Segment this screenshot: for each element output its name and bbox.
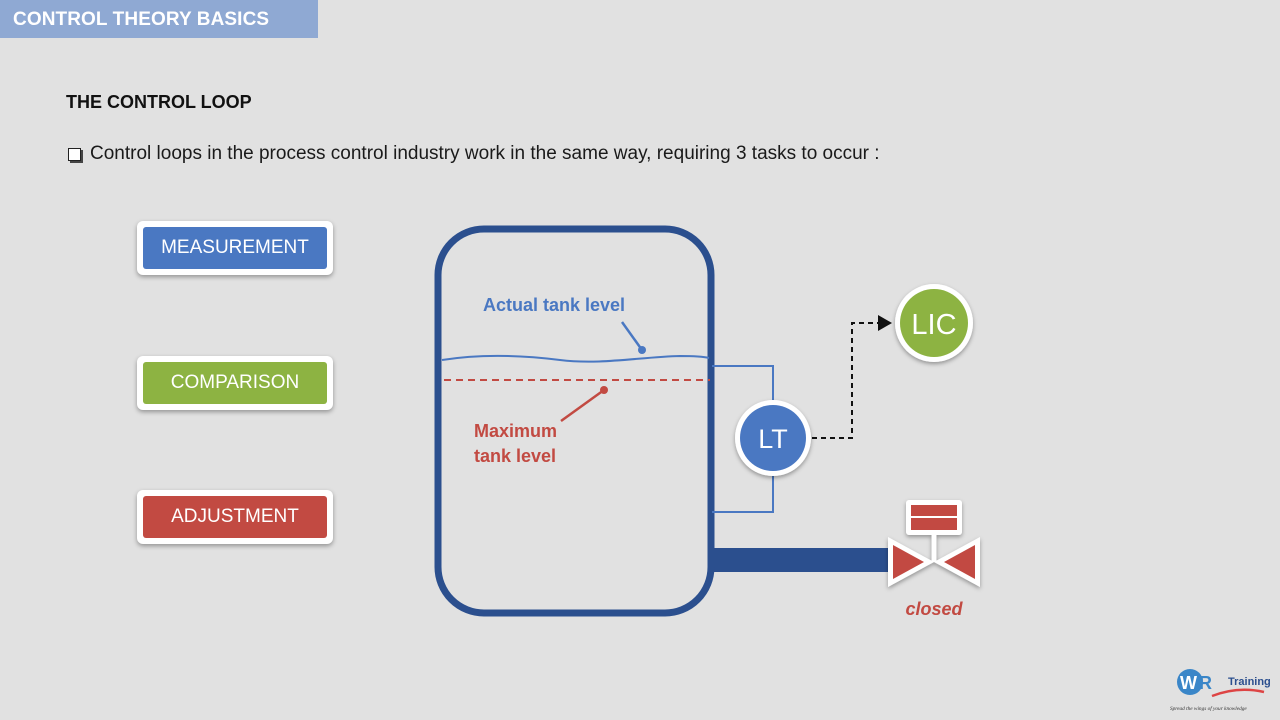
lt-label: LT — [758, 424, 788, 454]
signal-line — [812, 315, 892, 439]
bullet-item: Control loops in the process control ind… — [68, 143, 880, 165]
logo-tagline: Spread the wings of your knowledge — [1170, 705, 1247, 712]
outlet-pipe — [712, 548, 897, 572]
svg-text:W: W — [1180, 673, 1197, 693]
wr-training-logo: W R Training Spread the wings of your kn… — [1170, 669, 1271, 712]
max-level-label-line1: Maximum — [474, 421, 557, 441]
task-adjustment-label: ADJUSTMENT — [143, 496, 327, 538]
max-level-pointer-dot — [600, 386, 608, 394]
control-valve-icon — [888, 500, 980, 587]
task-adjustment: ADJUSTMENT — [137, 490, 333, 544]
max-level-label-line2: tank level — [474, 446, 556, 466]
actual-level-pointer-dot — [638, 346, 646, 354]
lic-label: LIC — [911, 309, 956, 341]
actual-level-pointer — [620, 321, 644, 351]
task-comparison: COMPARISON — [137, 356, 333, 410]
actual-level-label: Actual tank level — [483, 295, 625, 315]
lt-instrument — [740, 405, 806, 471]
section-title: CONTROL THEORY BASICS — [13, 9, 270, 30]
logo-brand: Training — [1228, 676, 1271, 688]
tank — [434, 225, 715, 617]
svg-text:R: R — [1199, 673, 1212, 693]
lic-controller — [900, 289, 968, 357]
slide-title: THE CONTROL LOOP — [66, 92, 252, 112]
task-measurement: MEASUREMENT — [137, 221, 333, 275]
task-measurement-label: MEASUREMENT — [143, 227, 327, 269]
actual-level-line — [441, 354, 710, 363]
checkbox-bullet-icon — [68, 147, 81, 161]
section-header: CONTROL THEORY BASICS — [0, 0, 318, 38]
max-level-pointer — [560, 388, 605, 423]
valve-state-label: closed — [905, 599, 963, 619]
task-comparison-label: COMPARISON — [143, 362, 327, 404]
bullet-text: Control loops in the process control ind… — [90, 143, 880, 164]
